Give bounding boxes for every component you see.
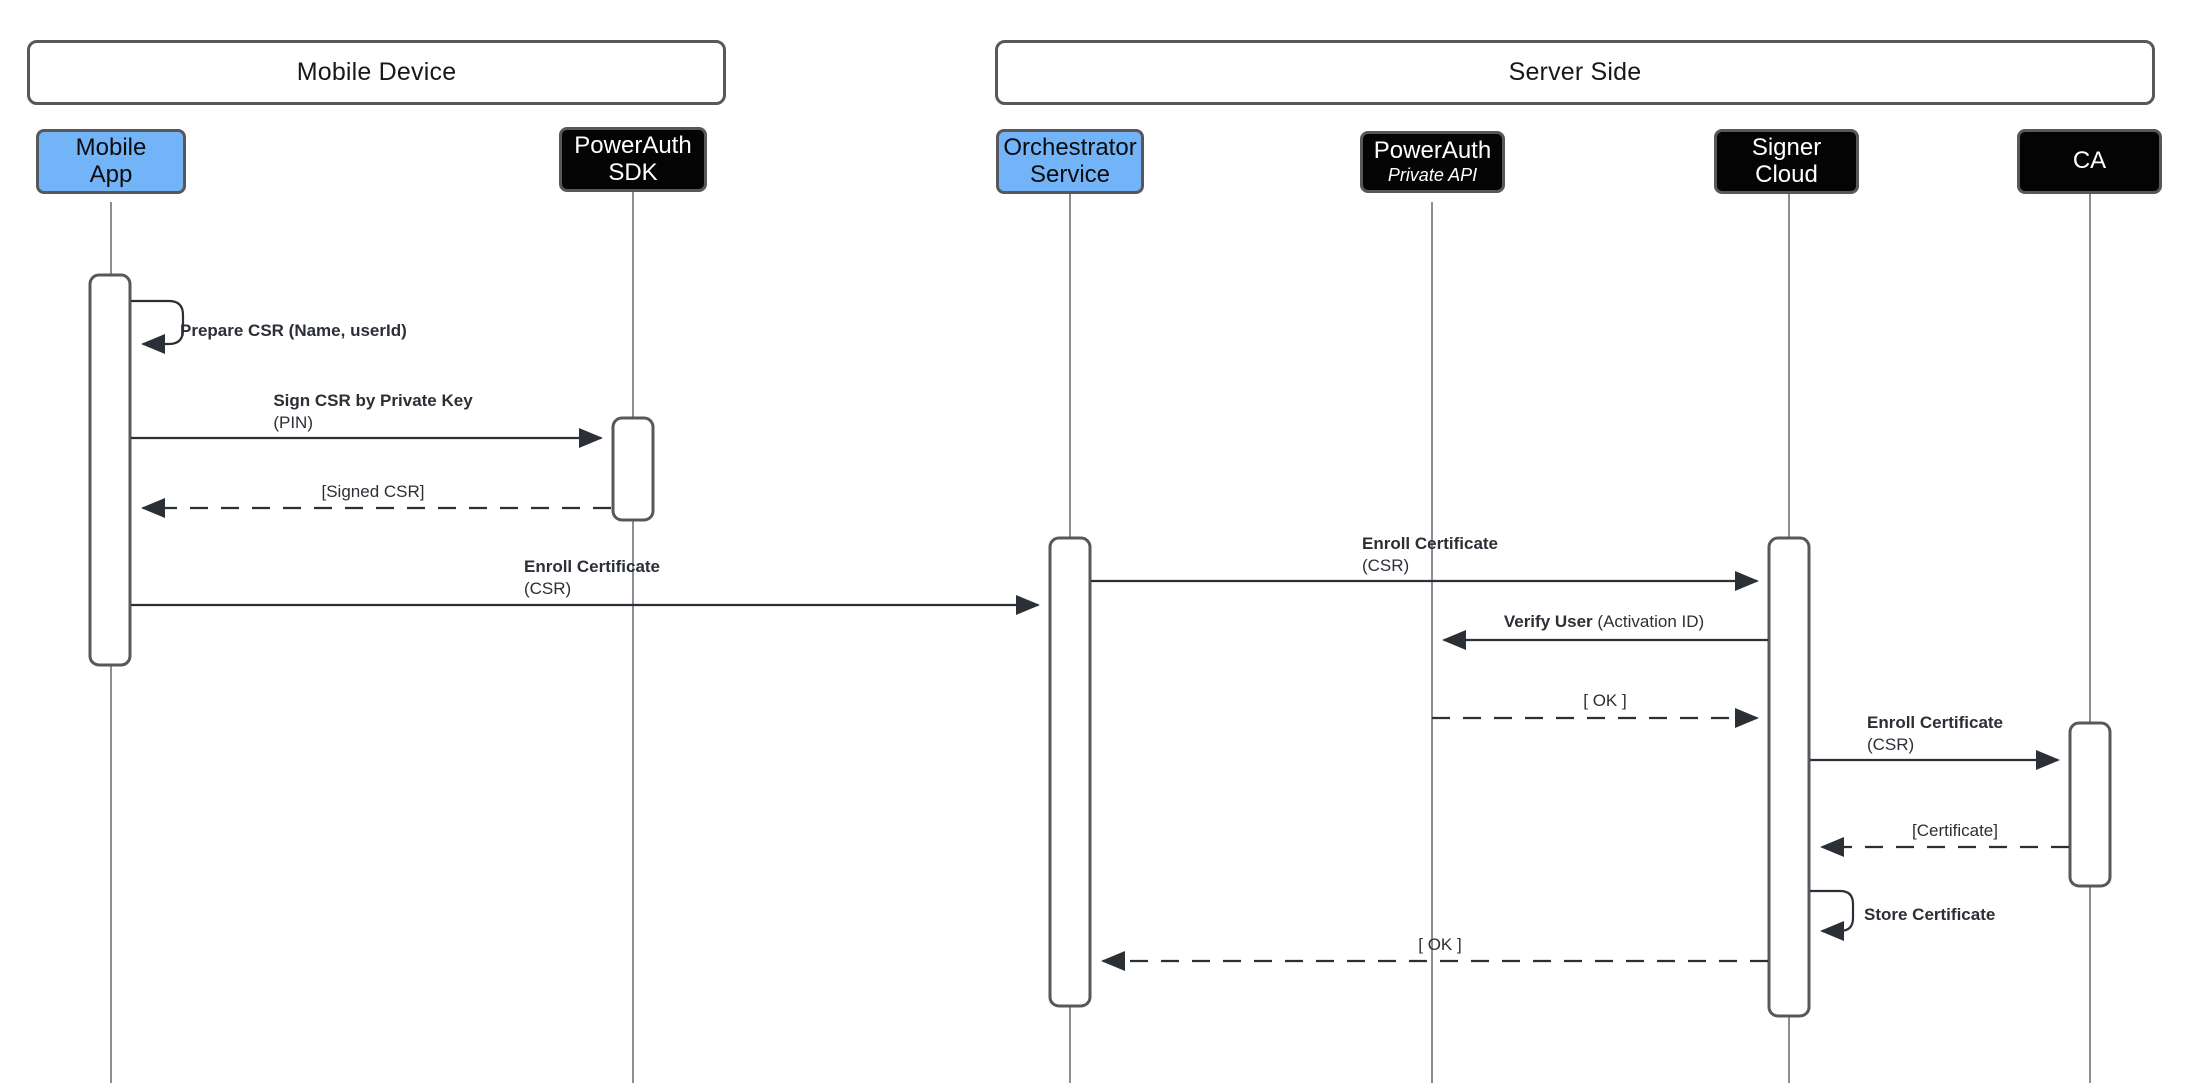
message-label-m9-text: [Certificate] [1912, 821, 1998, 840]
group-mobile-device: Mobile Device [27, 40, 726, 105]
message-label-m1: Prepare CSR (Name, userId) [180, 320, 407, 342]
message-label-m8: Enroll Certificate (CSR) [1867, 712, 2003, 757]
participant-signer-cloud[interactable]: Signer Cloud [1714, 129, 1859, 194]
message-label-m4-text: Enroll Certificate [523, 557, 661, 576]
participant-ca-line1: CA [2072, 147, 2107, 175]
message-label-m5-text: Enroll Certificate [1361, 534, 1499, 553]
message-label-m2-args: (PIN) [273, 413, 313, 433]
message-label-m8-args: (CSR) [1866, 735, 1915, 755]
participant-powerauth-subtitle: Private API [1387, 165, 1478, 186]
participant-ca[interactable]: CA [2017, 129, 2162, 194]
message-label-m4: Enroll Certificate (CSR) [524, 556, 660, 601]
activation-ca [2068, 721, 2112, 888]
activation-powerauth-sdk [611, 416, 655, 522]
message-label-m1-text: Prepare CSR (Name, userId) [180, 321, 407, 340]
activation-orchestrator [1048, 536, 1092, 1008]
participant-powerauth-line1: PowerAuth [1373, 137, 1492, 165]
participant-signer-cloud-line2: Cloud [1755, 160, 1818, 188]
arrow-m10-store-certificate [1810, 889, 1855, 942]
participant-orchestrator-service-line1: Orchestrator [1003, 133, 1137, 161]
group-server-side-label: Server Side [1508, 58, 1642, 86]
message-label-m11-text: [ OK ] [1418, 935, 1462, 954]
message-label-m2-text: Sign CSR by Private Key [273, 391, 473, 410]
message-label-m5: Enroll Certificate (CSR) [1362, 533, 1498, 578]
message-label-m6: Verify User (Activation ID) [1504, 611, 1704, 633]
participant-powerauth-sdk[interactable]: PowerAuth SDK [559, 127, 707, 192]
activation-signer-cloud [1767, 536, 1811, 1018]
message-label-m4-args: (CSR) [523, 579, 572, 599]
message-label-m9: [Certificate] [1912, 820, 1998, 842]
participant-powerauth-sdk-line2: SDK [608, 158, 658, 186]
message-label-m5-args: (CSR) [1361, 556, 1410, 576]
message-label-m6-text: Verify User [1503, 612, 1593, 631]
group-mobile-device-label: Mobile Device [296, 58, 457, 86]
activation-mobile-app [88, 273, 132, 667]
group-server-side: Server Side [995, 40, 2155, 105]
participant-orchestrator-service-line2: Service [1029, 160, 1111, 188]
message-label-m10: Store Certificate [1864, 904, 1995, 926]
message-label-m3: [Signed CSR] [322, 481, 425, 503]
message-label-m3-text: [Signed CSR] [321, 482, 425, 501]
participant-powerauth-sdk-line1: PowerAuth [574, 131, 692, 159]
arrow-m1-prepare-csr [131, 299, 185, 355]
activation-bars [88, 273, 2112, 1018]
participant-mobile-app[interactable]: Mobile App [36, 129, 186, 194]
participant-powerauth[interactable]: PowerAuth Private API [1360, 131, 1505, 193]
message-label-m2: Sign CSR by Private Key (PIN) [273, 390, 472, 435]
message-label-m8-text: Enroll Certificate [1866, 713, 2004, 732]
participant-signer-cloud-line1: Signer [1751, 133, 1822, 161]
message-label-m11: [ OK ] [1418, 934, 1461, 956]
message-label-m7: [ OK ] [1583, 690, 1626, 712]
message-label-m7-text: [ OK ] [1583, 691, 1627, 710]
message-arrows [131, 299, 2069, 972]
participant-orchestrator-service[interactable]: Orchestrator Service [996, 129, 1144, 194]
participant-mobile-app-line1: Mobile [75, 133, 147, 161]
message-label-m6-args: (Activation ID) [1597, 612, 1705, 631]
participant-mobile-app-line2: App [89, 160, 133, 188]
message-label-m10-text: Store Certificate [1864, 905, 1996, 924]
